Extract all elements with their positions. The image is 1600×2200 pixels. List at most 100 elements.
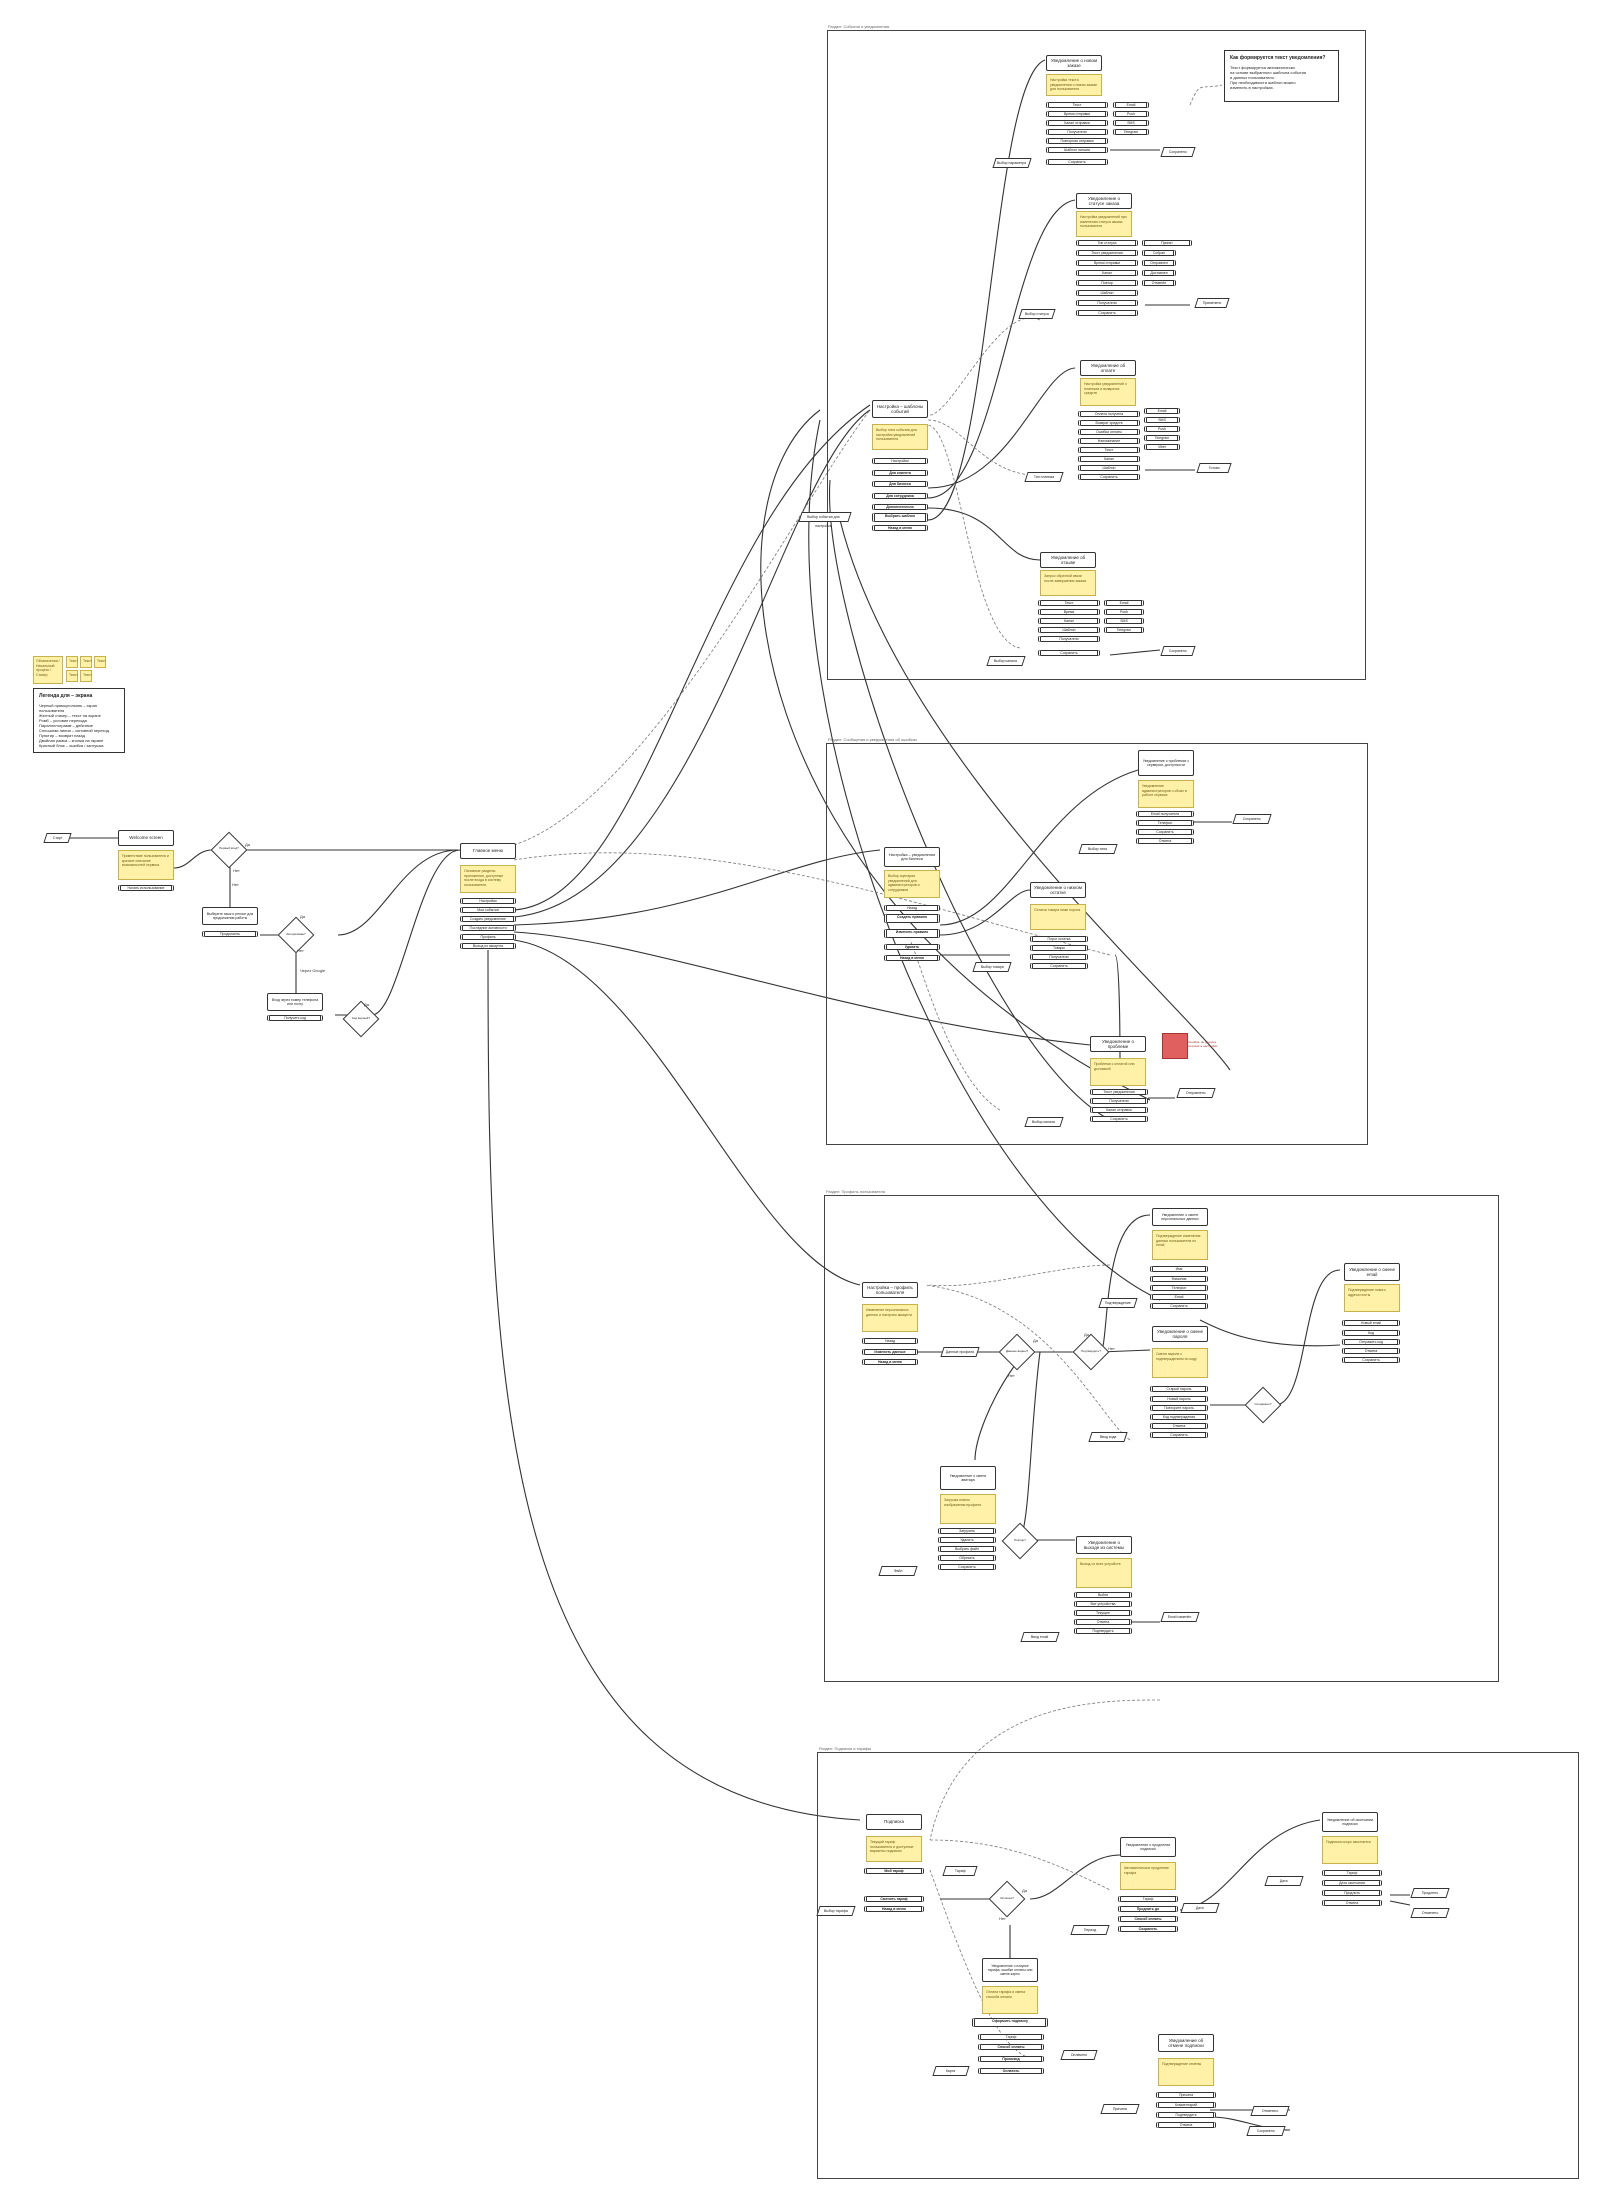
screen-button[interactable]: Отмена	[1074, 1619, 1132, 1625]
screen-title[interactable]: Уведомление об отмене подписки	[1158, 2034, 1214, 2052]
screen-button[interactable]: Новый пароль	[1150, 1396, 1208, 1402]
screen-title[interactable]: Уведомление о покупке тарифа, ошибке опл…	[982, 1958, 1038, 1982]
screen-io[interactable]: Тип платежа	[1024, 472, 1064, 482]
main-button-logout[interactable]: Выход из аккаунта	[460, 943, 516, 949]
screen-button[interactable]: Сохранить	[1046, 159, 1108, 165]
side-button[interactable]: Отменён	[1142, 280, 1176, 286]
side-button[interactable]: Принят	[1142, 240, 1192, 246]
main-button-settings[interactable]: Настройки	[460, 898, 516, 904]
screen-title[interactable]: Уведомление о низком остатке	[1030, 882, 1086, 898]
screen-button[interactable]: Напоминание	[1078, 438, 1140, 444]
screen-button[interactable]: Телефон	[1150, 1285, 1208, 1291]
screen-button[interactable]: Повторите пароль	[1150, 1405, 1208, 1411]
screen-button[interactable]: Причина	[1156, 2092, 1216, 2098]
hub-screen[interactable]: Настройка – профиль пользователя	[862, 1282, 918, 1298]
screen-button[interactable]: Отмена	[1156, 2122, 1216, 2128]
screen-button[interactable]: Порог остатка	[1030, 936, 1088, 942]
screen-button[interactable]: Текст уведомления	[1090, 1089, 1148, 1095]
screen-button[interactable]: Отмена	[1342, 1348, 1400, 1354]
screen-io[interactable]: Причина	[1100, 2104, 1140, 2114]
screen-button[interactable]: Тариф	[1322, 1870, 1382, 1876]
screen-button[interactable]: Тариф	[978, 2034, 1044, 2040]
screen-io[interactable]: Выбор статуса	[1018, 309, 1056, 319]
screen-io[interactable]: Ввод email	[1020, 1632, 1060, 1642]
main-button-profile[interactable]: Профиль	[460, 934, 516, 940]
hub-io[interactable]: Тариф	[942, 1866, 978, 1876]
hub-button[interactable]: Для сотрудника	[872, 493, 928, 499]
screen-button[interactable]: Время	[1038, 609, 1100, 615]
hub-button[interactable]: Назад в меню	[884, 955, 940, 961]
screen-button[interactable]: Код	[1342, 1330, 1400, 1336]
side-button[interactable]: Email	[1144, 408, 1180, 414]
screen-io[interactable]: Дата	[1264, 1876, 1304, 1886]
screen-title[interactable]: Уведомление о проблеме	[1090, 1036, 1146, 1052]
screen-button[interactable]: Сохранить	[1150, 1432, 1208, 1438]
side-button[interactable]: Telegram	[1144, 435, 1180, 441]
screen-button[interactable]: Ошибка оплаты	[1078, 429, 1140, 435]
screen-button[interactable]: Получатели	[1090, 1098, 1148, 1104]
screen-button[interactable]: Оплата получена	[1078, 411, 1140, 417]
hub-io[interactable]: Выбор события для настройки	[798, 512, 852, 528]
screen-button[interactable]: Повторная отправка	[1046, 138, 1108, 144]
side-button[interactable]: Telegram	[1104, 627, 1144, 633]
screen-button[interactable]: Подтвердить	[1074, 1628, 1132, 1634]
hub-screen[interactable]: Настройка – шаблоны событий	[872, 400, 928, 418]
screen-button[interactable]: Подтвердить	[1156, 2112, 1216, 2118]
side-button[interactable]: SMS	[1104, 618, 1144, 624]
start-button[interactable]: Начать использование	[118, 885, 174, 891]
screen-io[interactable]: Ввод кода	[1088, 1432, 1128, 1442]
screen-button[interactable]: Канал отправки	[1046, 120, 1108, 126]
screen-button[interactable]: Текст	[1038, 600, 1100, 606]
screen-button[interactable]: Шаблон письма	[1046, 147, 1108, 153]
screen-title[interactable]: Уведомление о статусе заказа	[1076, 193, 1132, 209]
hub-button[interactable]: Назад в меню	[864, 1906, 924, 1912]
screen-title[interactable]: Уведомление о смене email	[1344, 1263, 1400, 1281]
screen-button[interactable]: Получатели	[1046, 129, 1108, 135]
start-node[interactable]: Старт	[43, 833, 72, 843]
main-button-events[interactable]: Мои события	[460, 907, 516, 913]
screen-button[interactable]: Шаблон	[1076, 290, 1138, 296]
screen-title[interactable]: Уведомление об оплате	[1080, 360, 1136, 376]
screen-button[interactable]: Получатели	[1076, 300, 1138, 306]
screen-button[interactable]: Сохранить	[1150, 1303, 1208, 1309]
screen-button[interactable]: Товары	[1030, 945, 1088, 951]
screen-button[interactable]: Загрузить	[938, 1528, 996, 1534]
screen-io[interactable]: Выбор канала	[986, 656, 1026, 666]
screen-button[interactable]: Выбрать файл	[938, 1546, 996, 1552]
screen-button[interactable]: Сохранить	[1342, 1357, 1400, 1363]
hub-screen[interactable]: Настройка – уведомления для бизнеса	[884, 847, 940, 867]
hub-button[interactable]: Назад	[884, 905, 940, 911]
side-button[interactable]: SMS	[1144, 417, 1180, 423]
screen-button[interactable]: Сохранить	[1118, 1926, 1178, 1932]
screen-button[interactable]: Продлить	[1322, 1890, 1382, 1896]
hub-button[interactable]: Для бизнеса	[872, 481, 928, 487]
screen-button[interactable]: Сохранить	[1078, 474, 1140, 480]
subscribe-button[interactable]: Оформить подписку	[972, 2018, 1048, 2027]
side-button[interactable]: Viber	[1144, 444, 1180, 450]
screen-button[interactable]: Получатели	[1038, 636, 1100, 642]
screen-button[interactable]: Код подтверждения	[1150, 1414, 1208, 1420]
screen-button[interactable]: Канал отправки	[1090, 1107, 1148, 1113]
side-button[interactable]: Push	[1104, 609, 1144, 615]
screen-io[interactable]: Карта	[932, 2066, 970, 2076]
onboarding-screen[interactable]: Выберите язык и регион для продолжения р…	[202, 907, 258, 925]
screen-button[interactable]: Текущее	[1074, 1610, 1132, 1616]
screen-button[interactable]: Отправить код	[1342, 1339, 1400, 1345]
hub-io[interactable]: Данные профиля	[940, 1347, 980, 1357]
screen-button[interactable]: Отмена	[1322, 1900, 1382, 1906]
hub-button[interactable]: Для клиента	[872, 470, 928, 476]
main-button-activity[interactable]: Последние активности	[460, 925, 516, 931]
screen-io[interactable]: Дата	[1180, 1903, 1220, 1913]
screen-title[interactable]: Уведомление о новом заказе	[1046, 55, 1102, 71]
screen-button[interactable]: Обрезать	[938, 1555, 996, 1561]
screen-button[interactable]: Сохранить	[1038, 650, 1100, 656]
hub-button[interactable]: Мой тариф	[864, 1868, 924, 1874]
screen-button[interactable]: Дата окончания	[1322, 1880, 1382, 1886]
screen-button[interactable]: Возврат средств	[1078, 420, 1140, 426]
screen-button[interactable]: Повтор	[1076, 280, 1138, 286]
screen-button[interactable]: Все устройства	[1074, 1601, 1132, 1607]
hub-button[interactable]: Назад	[862, 1338, 918, 1344]
screen-button[interactable]: Телефон	[1136, 820, 1194, 826]
screen-button[interactable]: Канал	[1076, 270, 1138, 276]
screen-button[interactable]: Время отправки	[1076, 260, 1138, 266]
